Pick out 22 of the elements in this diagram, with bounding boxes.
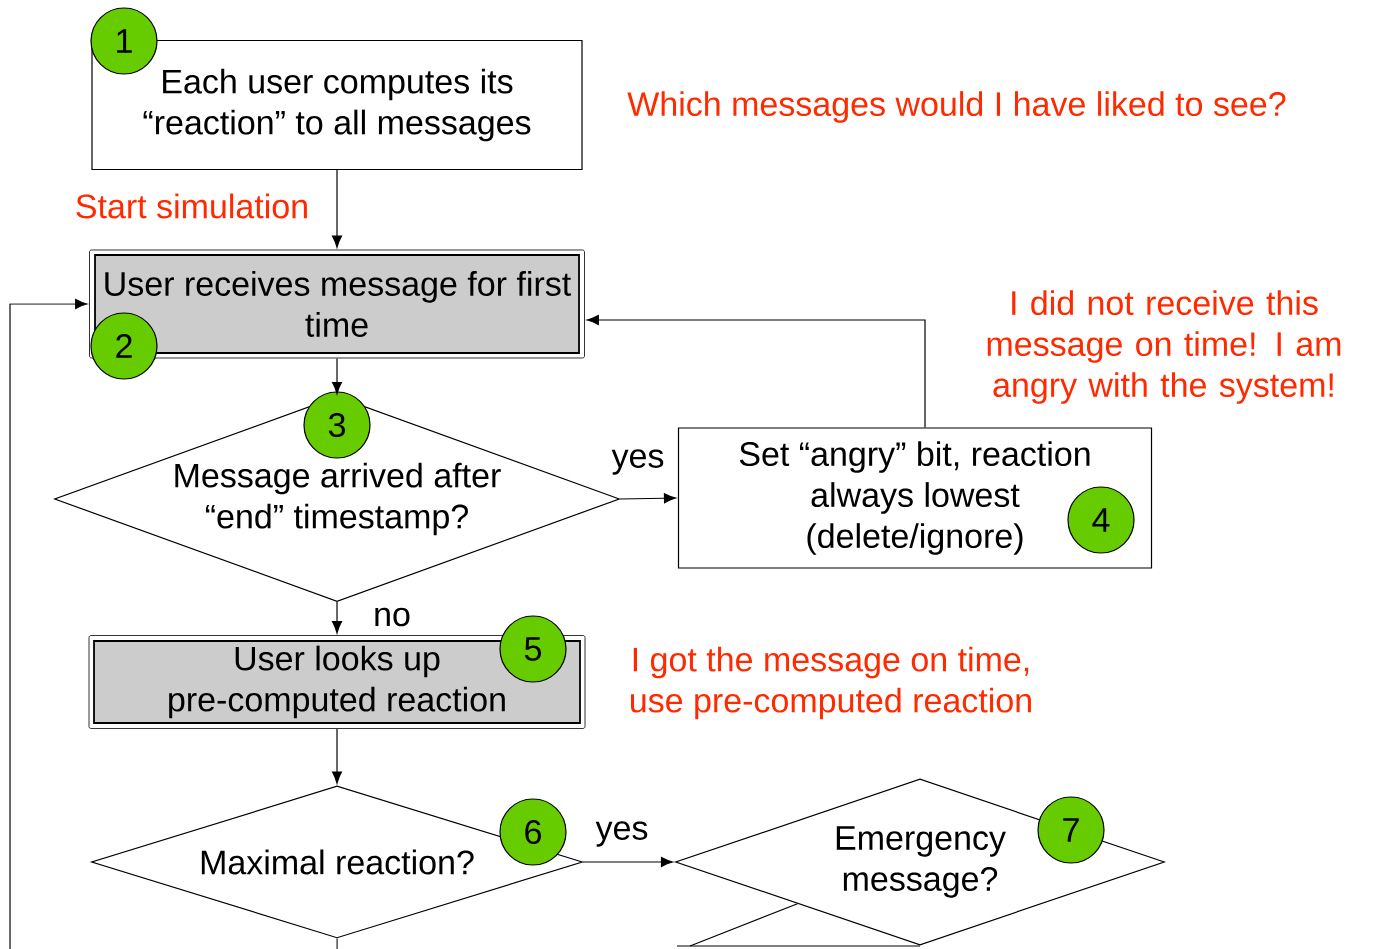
- edge-label: no: [375, 607, 410, 627]
- arrow: [331, 169, 343, 248]
- step-number: 6: [499, 798, 567, 866]
- arrow: [331, 601, 343, 634]
- step-number: 2: [90, 312, 158, 380]
- connector-line: [336, 938, 338, 949]
- annotation: I got the message on time, use pre-computed reaction: [631, 646, 1031, 720]
- arrow: [331, 728, 343, 784]
- arrow: [331, 357, 343, 395]
- annotation: I did not receive this message on time! I am angry with the system!: [987, 290, 1341, 404]
- edge-label: yes: [595, 821, 648, 847]
- edge-label: Start simulation: [76, 193, 307, 219]
- annotation: Which messages would I have liked to see?: [627, 91, 1286, 123]
- connector-line: [689, 903, 799, 947]
- step-number: 5: [499, 615, 567, 683]
- arrow: [619, 493, 677, 504]
- arrow: [586, 314, 926, 428]
- arrow: [582, 856, 674, 868]
- arrow: [9, 298, 88, 949]
- step-number: 1: [90, 7, 158, 75]
- step-number: 7: [1037, 796, 1105, 864]
- step-number: 4: [1067, 486, 1135, 554]
